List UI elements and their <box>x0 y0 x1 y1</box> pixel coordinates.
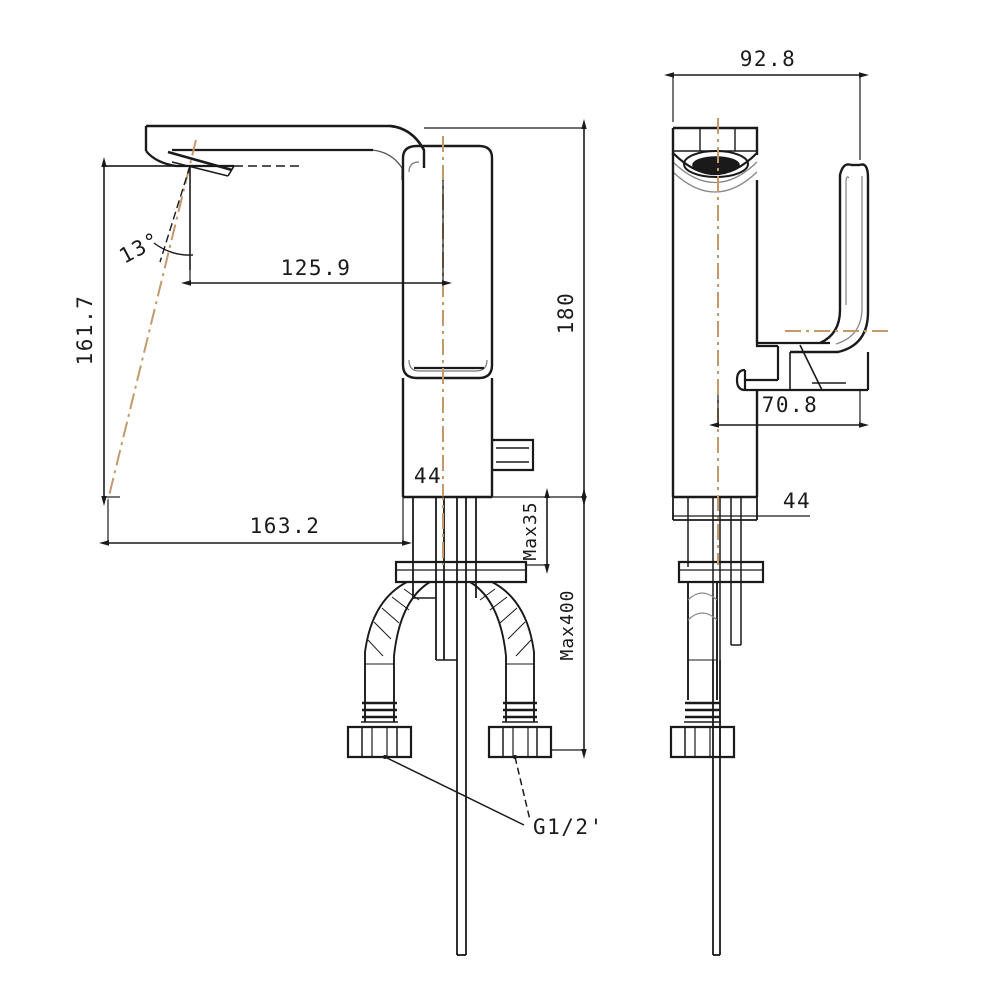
dim-label-161-7: 161.7 <box>73 295 97 366</box>
dim-label-44-front: 44 <box>414 464 442 488</box>
front-view-geometry <box>104 124 553 956</box>
dim-label-13-deg: 13° <box>115 227 164 268</box>
dim-label-180: 180 <box>554 292 578 334</box>
dim-overall-reach <box>99 497 412 546</box>
dim-label-70-8: 70.8 <box>762 393 819 417</box>
dim-label-163-2: 163.2 <box>250 514 321 538</box>
dim-label-44-side: 44 <box>783 489 811 513</box>
dim-label-g12: G1/2' <box>533 815 604 839</box>
dim-handle-offset <box>709 390 869 428</box>
dim-label-125-9: 125.9 <box>281 256 352 280</box>
side-view-centerlines <box>717 118 890 565</box>
dim-label-92-8: 92.8 <box>740 47 797 71</box>
dim-label-max35: Max35 <box>520 501 541 560</box>
dim-max-deck-thickness <box>526 488 550 574</box>
dim-height-overall <box>101 157 176 506</box>
dim-spout-reach <box>181 180 452 286</box>
dim-body-height <box>424 119 587 506</box>
dim-spout-angle <box>153 165 194 270</box>
side-view-geometry <box>669 126 870 956</box>
dim-max-hose-length <box>551 488 587 759</box>
dim-label-max400: Max400 <box>557 589 578 660</box>
dim-side-base-width <box>672 512 810 520</box>
dim-inlet-thread-leaders <box>383 755 531 826</box>
front-view-centerlines <box>107 136 444 565</box>
dim-side-overall-width <box>664 72 869 160</box>
